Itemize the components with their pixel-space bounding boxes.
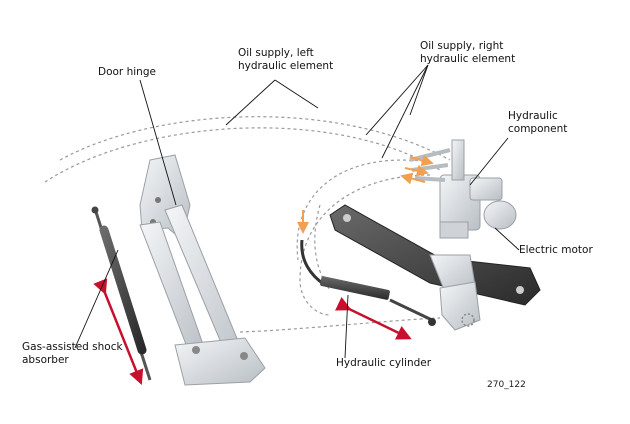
leader-oil-right-b: [381, 64, 429, 159]
oil-supply-cylinder-line: [239, 317, 441, 333]
leader-electric-motor: [494, 227, 520, 251]
leader-door-hinge: [139, 79, 177, 206]
leader-oil-right-c: [409, 64, 429, 116]
label-oil-supply-left: Oil supply, left hydraulic element: [238, 47, 334, 72]
flow-arrows: [297, 154, 434, 234]
oil-supply-left-line-2: [44, 127, 441, 183]
door-hinge: [139, 154, 266, 386]
cylinder-motion-arrow: [334, 296, 412, 340]
label-electric-motor: Electric motor: [519, 244, 593, 256]
label-hydraulic-cylinder: Hydraulic cylinder: [336, 357, 432, 369]
figure-number: 270_122: [487, 380, 526, 390]
leader-oil-left-b: [274, 79, 319, 109]
leader-oil-left-a: [225, 79, 276, 126]
label-door-hinge: Door hinge: [98, 66, 156, 78]
shock-motion-arrow: [93, 278, 144, 385]
oil-supply-right-line-1: [296, 159, 431, 261]
door-lever-arm: [329, 204, 541, 331]
oil-supply-lines: [44, 116, 451, 333]
leader-hydraulic-cylinder: [344, 294, 349, 359]
label-hydraulic-component: Hydraulic component: [508, 110, 568, 135]
label-gas-shock-absorber: Gas-assisted shock absorber: [22, 341, 123, 366]
leader-hydraulic-component: [469, 137, 509, 186]
leader-gas-shock: [74, 249, 119, 349]
leader-oil-right-a: [365, 64, 429, 136]
leader-lines: [74, 64, 520, 359]
oil-supply-return-line: [314, 204, 331, 291]
hydraulic-component: [409, 139, 517, 239]
oil-supply-right-line-2: [299, 174, 431, 316]
label-oil-supply-right: Oil supply, right hydraulic element: [420, 40, 516, 65]
